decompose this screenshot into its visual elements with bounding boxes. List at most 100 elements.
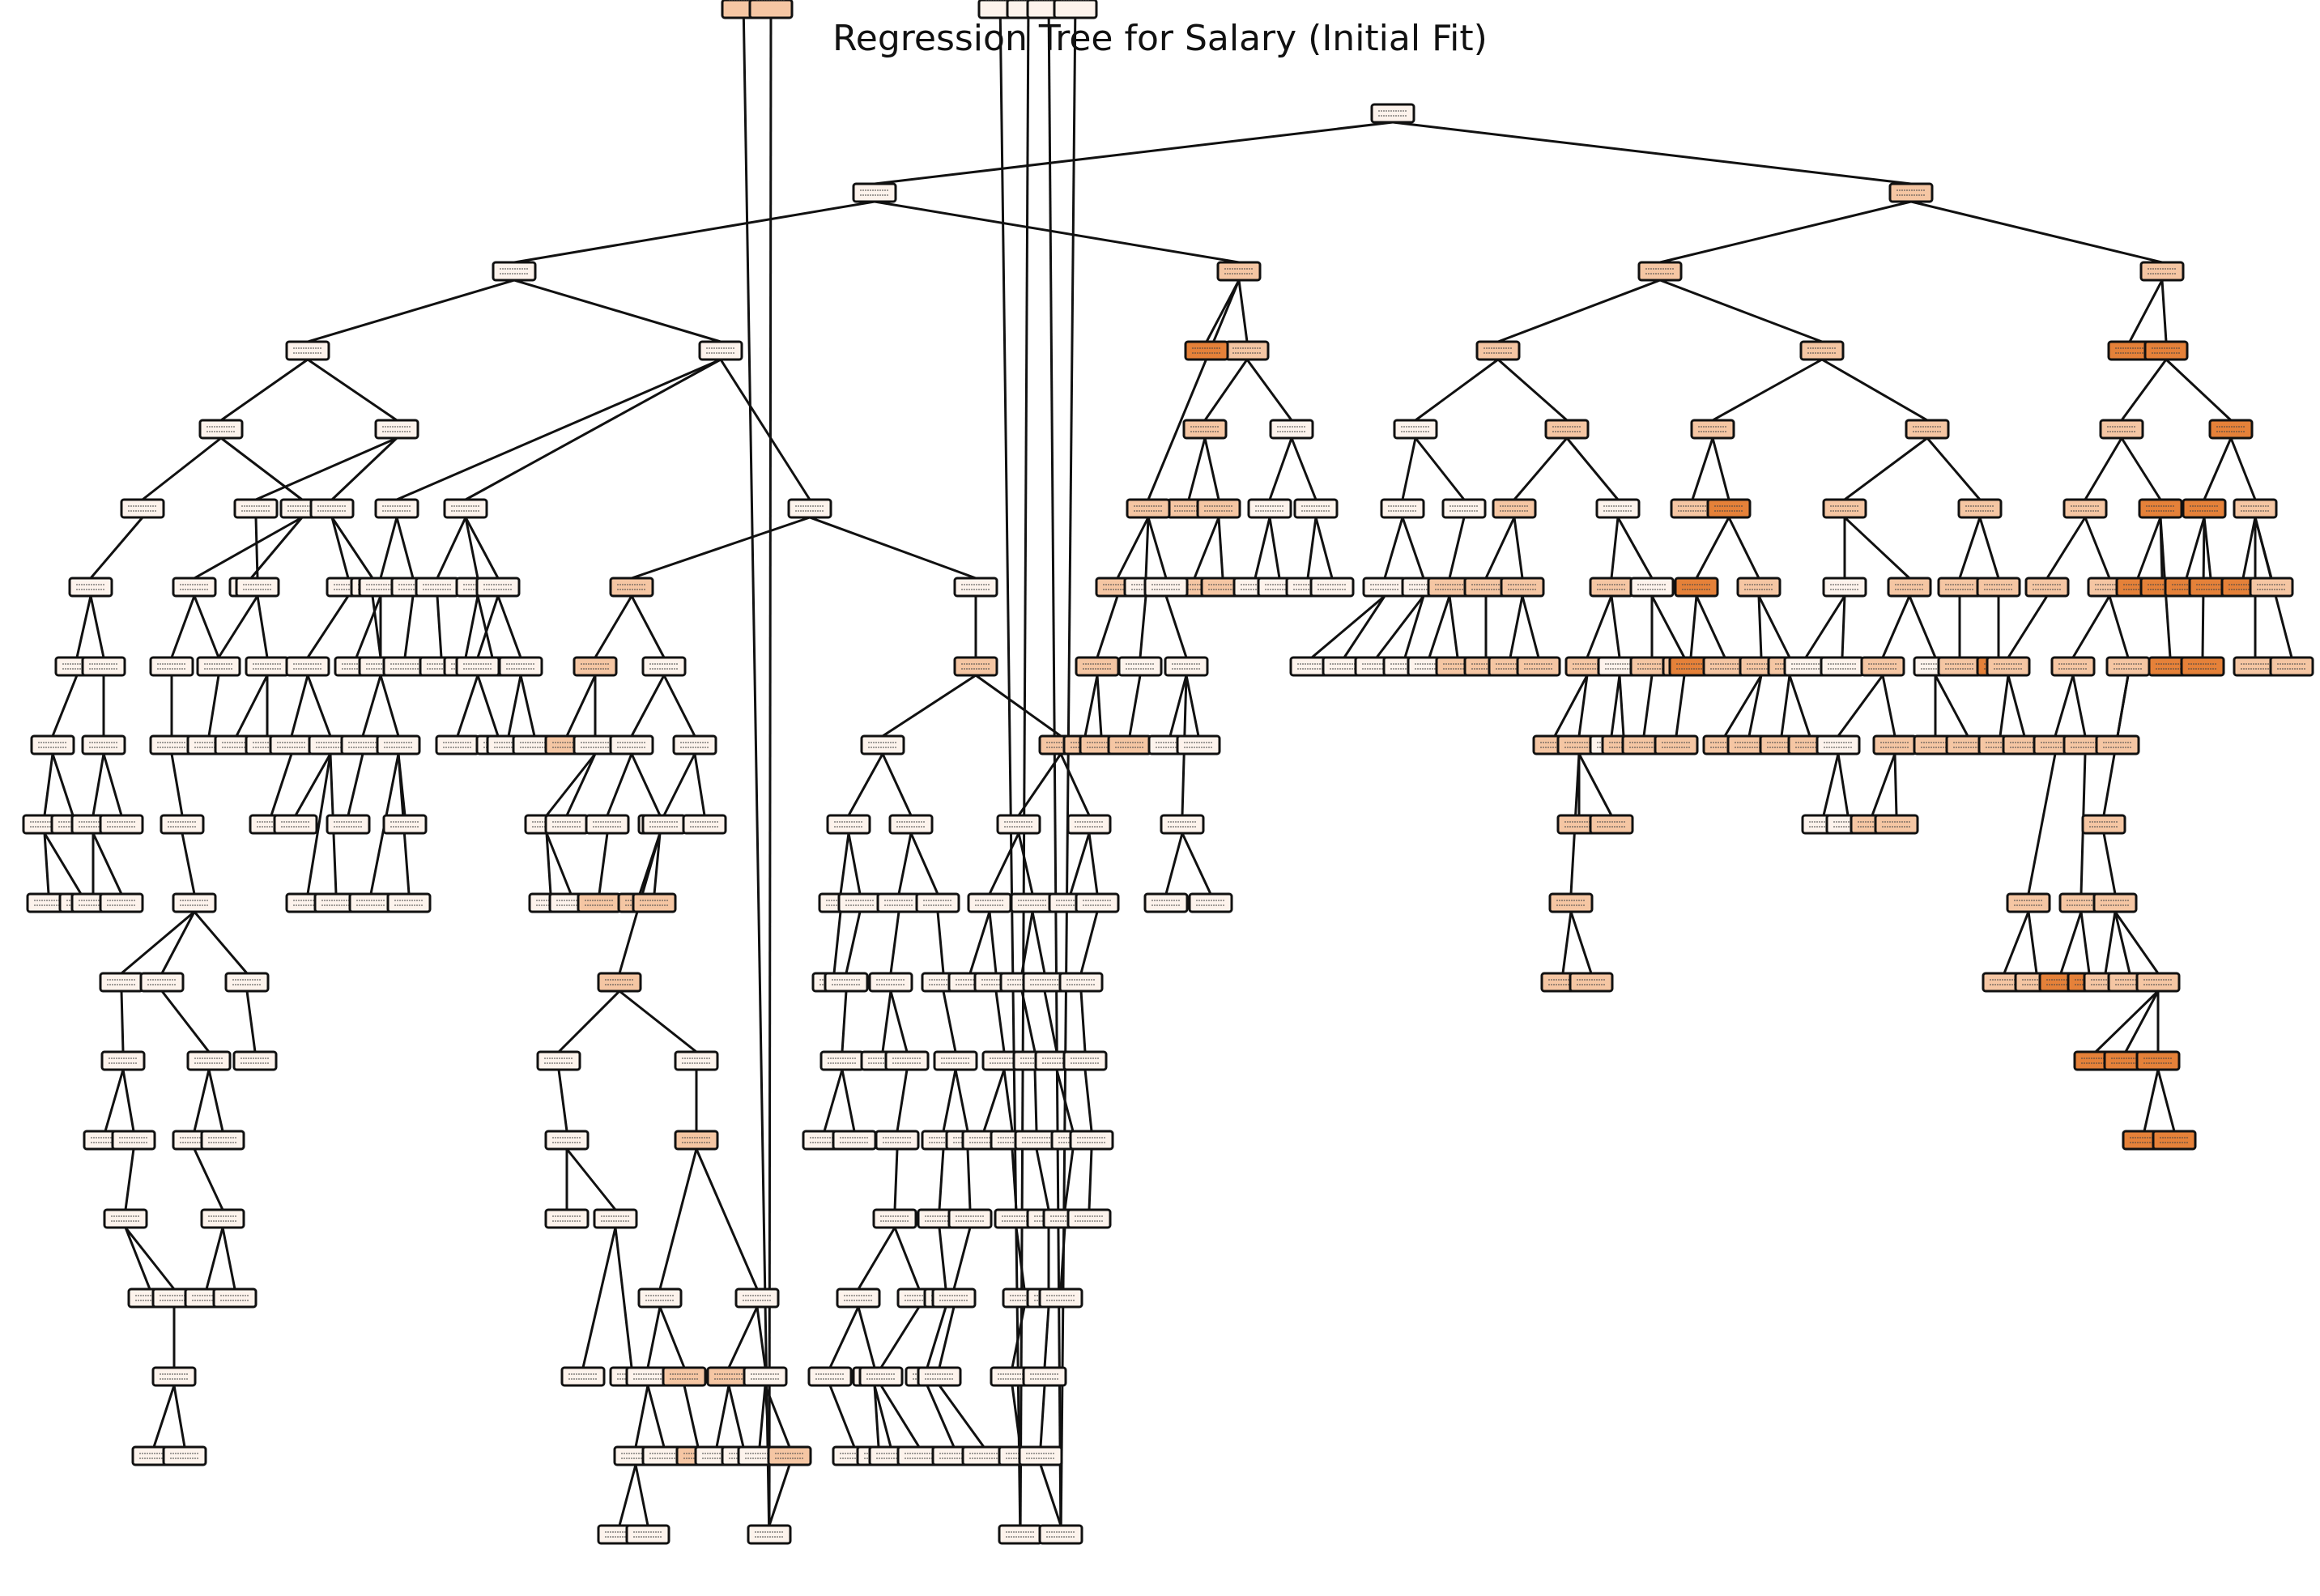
tree-node <box>326 814 371 835</box>
tree-node <box>81 656 126 677</box>
tree-node-box <box>309 498 355 519</box>
tree-edge <box>565 1148 617 1211</box>
tree-edge <box>882 674 977 738</box>
tree-node-box <box>1820 656 1865 677</box>
tree-node <box>577 892 622 913</box>
tree-node-box <box>374 498 419 519</box>
tree-node <box>151 1366 197 1387</box>
tree-node-box <box>103 1208 148 1229</box>
tree-node <box>858 1366 904 1387</box>
tree-edge <box>371 595 382 658</box>
tree-node <box>1595 498 1641 519</box>
tree-edge <box>1002 1069 1014 1132</box>
tree-edge <box>662 675 696 737</box>
tree-node-box <box>824 972 869 993</box>
tree-node <box>2180 656 2225 677</box>
tree-node-box <box>836 1287 881 1309</box>
tree-edge <box>464 595 479 658</box>
tree-edge <box>1616 517 1654 579</box>
tree-edge <box>715 1385 730 1448</box>
tree-edge <box>1015 1227 1026 1290</box>
tree-node <box>273 814 318 835</box>
tree-node <box>1010 892 1055 913</box>
tree-node-box <box>1293 498 1339 519</box>
tree-node <box>340 734 385 755</box>
tree-node <box>884 1050 930 1071</box>
tree-node-box <box>1544 419 1590 440</box>
tree-node-box <box>100 1050 146 1071</box>
tree-node-box <box>577 892 622 913</box>
tree-node <box>415 577 460 598</box>
tree-node-box <box>1957 498 2003 519</box>
tree-node-box <box>81 734 126 755</box>
tree-node <box>917 1366 962 1387</box>
tree-edge <box>719 359 811 500</box>
tree-node <box>492 261 537 282</box>
tree-node-box <box>1269 419 1314 440</box>
tree-node-box <box>1107 734 1152 755</box>
tree-node <box>160 814 205 835</box>
tree-node <box>2095 734 2140 755</box>
tree-edge <box>606 753 633 816</box>
tree-node-box <box>2092 892 2138 913</box>
tree-node <box>953 656 998 677</box>
tree-node-box <box>2099 419 2144 440</box>
tree-edge <box>1821 358 1928 422</box>
tree-edge <box>1871 753 1896 816</box>
tree-node <box>374 498 419 519</box>
tree-edge <box>857 1306 876 1368</box>
tree-node <box>149 656 194 677</box>
tree-edge <box>768 0 773 1544</box>
tree-node <box>888 814 934 835</box>
tree-node-box <box>1176 734 1221 755</box>
tree-node-box <box>2143 340 2189 361</box>
tree-edge <box>1999 675 2010 737</box>
tree-edge <box>1727 517 1760 579</box>
tree-edge <box>355 595 382 658</box>
tree-edge <box>1837 753 1850 816</box>
tree-node-box <box>872 1208 917 1229</box>
tree-edge <box>513 279 722 343</box>
tree-node <box>1569 972 1614 993</box>
tree-edge <box>631 516 811 580</box>
tree-node-box <box>232 1050 278 1071</box>
tree-edge <box>1401 517 1425 579</box>
tree-edge <box>1565 437 1620 500</box>
tree-node-box <box>1075 656 1120 677</box>
tree-edge <box>1088 832 1099 895</box>
tree-edge <box>1577 675 1589 737</box>
tree-node <box>1874 814 1919 835</box>
tree-node-box <box>111 1130 156 1151</box>
tree-node-box <box>172 892 217 913</box>
tree-edge <box>646 1385 666 1448</box>
tree-edge <box>361 675 382 737</box>
tree-edge <box>1711 437 1730 500</box>
tree-edge <box>51 675 79 737</box>
tree-node-box <box>826 814 871 835</box>
tree-node <box>224 972 270 993</box>
tree-node-box <box>2081 814 2126 835</box>
tree-edge <box>1187 437 1207 500</box>
tree-edge <box>909 832 939 895</box>
tree-node <box>1164 656 1209 677</box>
tree-edge <box>2120 359 2168 421</box>
tree-node-box <box>953 577 998 598</box>
tree-node-box <box>573 656 618 677</box>
tree-node <box>198 419 244 440</box>
tree-node <box>1038 1524 1083 1545</box>
tree-node <box>103 1208 148 1229</box>
tree-edge <box>2007 595 2049 658</box>
tree-edge <box>1780 675 1791 737</box>
tree-edge <box>1497 279 1661 343</box>
tree-node-box <box>819 1050 865 1071</box>
tree-edge <box>545 753 597 816</box>
tree-node <box>1143 892 1189 913</box>
tree-node-box <box>1937 656 1982 677</box>
tree-edge <box>1513 437 1569 500</box>
tree-node <box>1905 419 1950 440</box>
tree-node <box>269 734 314 755</box>
tree-edge <box>1689 595 1698 658</box>
tree-edge <box>255 436 398 501</box>
tree-edge <box>847 832 862 895</box>
tree-edge <box>1841 595 1846 658</box>
